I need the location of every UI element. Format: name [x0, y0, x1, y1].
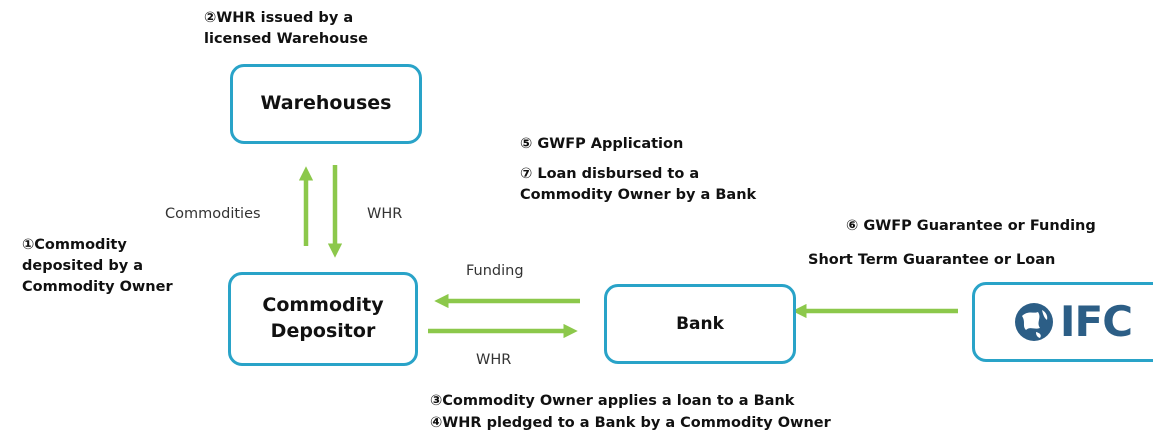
step1-note: ①Commodity deposited by a Commodity Owne… — [22, 235, 173, 298]
globe-icon — [1014, 303, 1053, 341]
step3-note: ③Commodity Owner applies a loan to a Ban… — [430, 393, 795, 409]
ifc-logo: IFC — [1012, 294, 1133, 351]
whr-right-label: WHR — [476, 352, 512, 368]
step1-line2: deposited by a — [22, 258, 144, 274]
step1-line3: Commodity Owner — [22, 279, 173, 295]
depositor-line1: Commodity — [262, 294, 384, 317]
step4-note: ④WHR pledged to a Bank by a Commodity Ow… — [430, 415, 831, 431]
whr-down-label: WHR — [367, 206, 403, 222]
step6-note: ⑥ GWFP Guarantee or Funding — [846, 218, 1096, 234]
step7-line2: Commodity Owner by a Bank — [520, 187, 757, 203]
commodity-depositor-box: Commodity Depositor — [228, 272, 418, 366]
bank-label: Bank — [676, 313, 724, 334]
step1-line1: ①Commodity — [22, 237, 127, 253]
depositor-line2: Depositor — [270, 320, 376, 342]
ifc-logo-text: IFC — [1059, 296, 1133, 346]
short-term-note: Short Term Guarantee or Loan — [808, 252, 1056, 268]
step2-line2: licensed Warehouse — [204, 31, 368, 47]
funding-label: Funding — [466, 263, 524, 279]
commodities-label: Commodities — [165, 206, 261, 222]
bank-box: Bank — [604, 284, 796, 364]
warehouses-box: Warehouses — [230, 64, 422, 144]
step7-line1: ⑦ Loan disbursed to a — [520, 166, 700, 182]
step2-line1: ②WHR issued by a — [204, 10, 354, 26]
step5-note: ⑤ GWFP Application — [520, 136, 684, 152]
step7-note: ⑦ Loan disbursed to a Commodity Owner by… — [520, 164, 756, 206]
warehouses-label: Warehouses — [260, 92, 392, 115]
ifc-box: IFC — [972, 282, 1153, 362]
commodity-depositor-label: Commodity Depositor — [262, 293, 383, 344]
step2-note: ②WHR issued by a licensed Warehouse — [204, 8, 368, 50]
